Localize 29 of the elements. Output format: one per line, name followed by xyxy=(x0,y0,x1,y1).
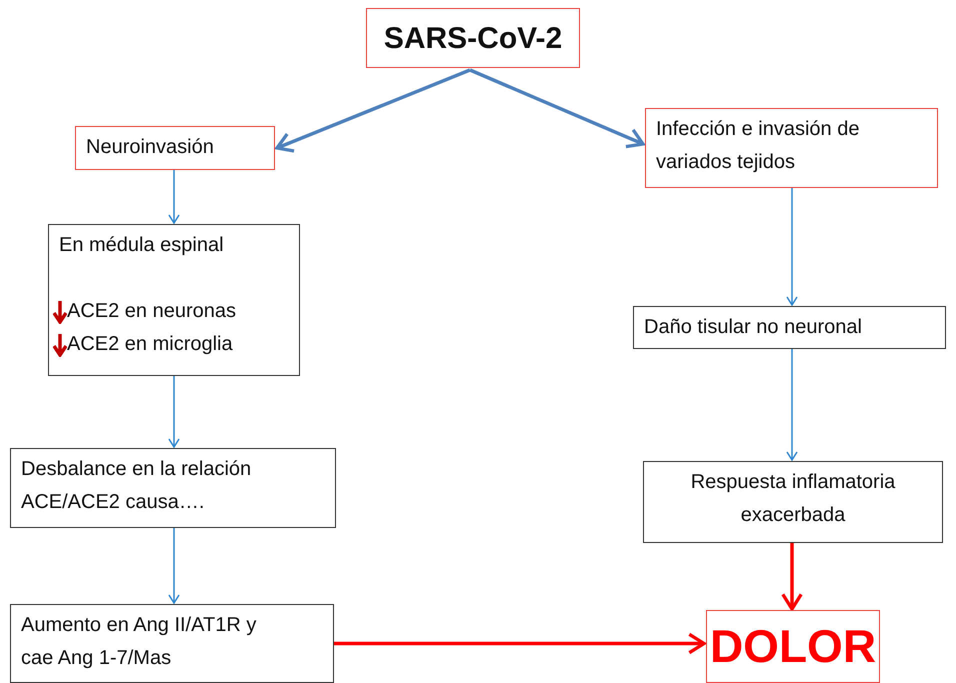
node-text: Neuroinvasión xyxy=(86,135,215,160)
process-box xyxy=(48,224,300,376)
arrow xyxy=(334,632,706,654)
process-box xyxy=(645,108,938,188)
list-item: ACE2 en neuronas xyxy=(67,299,236,324)
result-box xyxy=(706,610,880,683)
process-box xyxy=(10,604,334,683)
node-text: Aumento en Ang II/AT1R y cae Ang 1-7/Mas xyxy=(21,613,258,671)
arrow xyxy=(469,68,645,148)
arrow xyxy=(786,188,798,306)
arrow xyxy=(275,68,471,153)
process-box xyxy=(633,306,946,349)
arrow xyxy=(168,170,180,224)
node-text: En médula espinal xyxy=(59,233,225,258)
arrow xyxy=(781,543,803,611)
result-label: DOLOR xyxy=(710,621,876,672)
node-text: Infección e invasión de variados tejidos xyxy=(656,117,860,175)
arrow xyxy=(786,349,798,461)
node-text: SARS-CoV-2 xyxy=(384,22,562,54)
node-text: Desbalance en la relación ACE/ACE2 causa…. xyxy=(21,457,252,515)
process-box xyxy=(75,126,275,170)
arrow xyxy=(168,528,180,604)
node-text: Respuesta inflamatoria exacerbada xyxy=(690,470,896,528)
list-item: ACE2 en microglia xyxy=(67,332,233,357)
process-box xyxy=(366,8,580,68)
node-text: Daño tisular no neuronal xyxy=(644,315,863,340)
arrow xyxy=(168,376,180,448)
process-box xyxy=(10,448,336,528)
process-box xyxy=(643,461,943,543)
